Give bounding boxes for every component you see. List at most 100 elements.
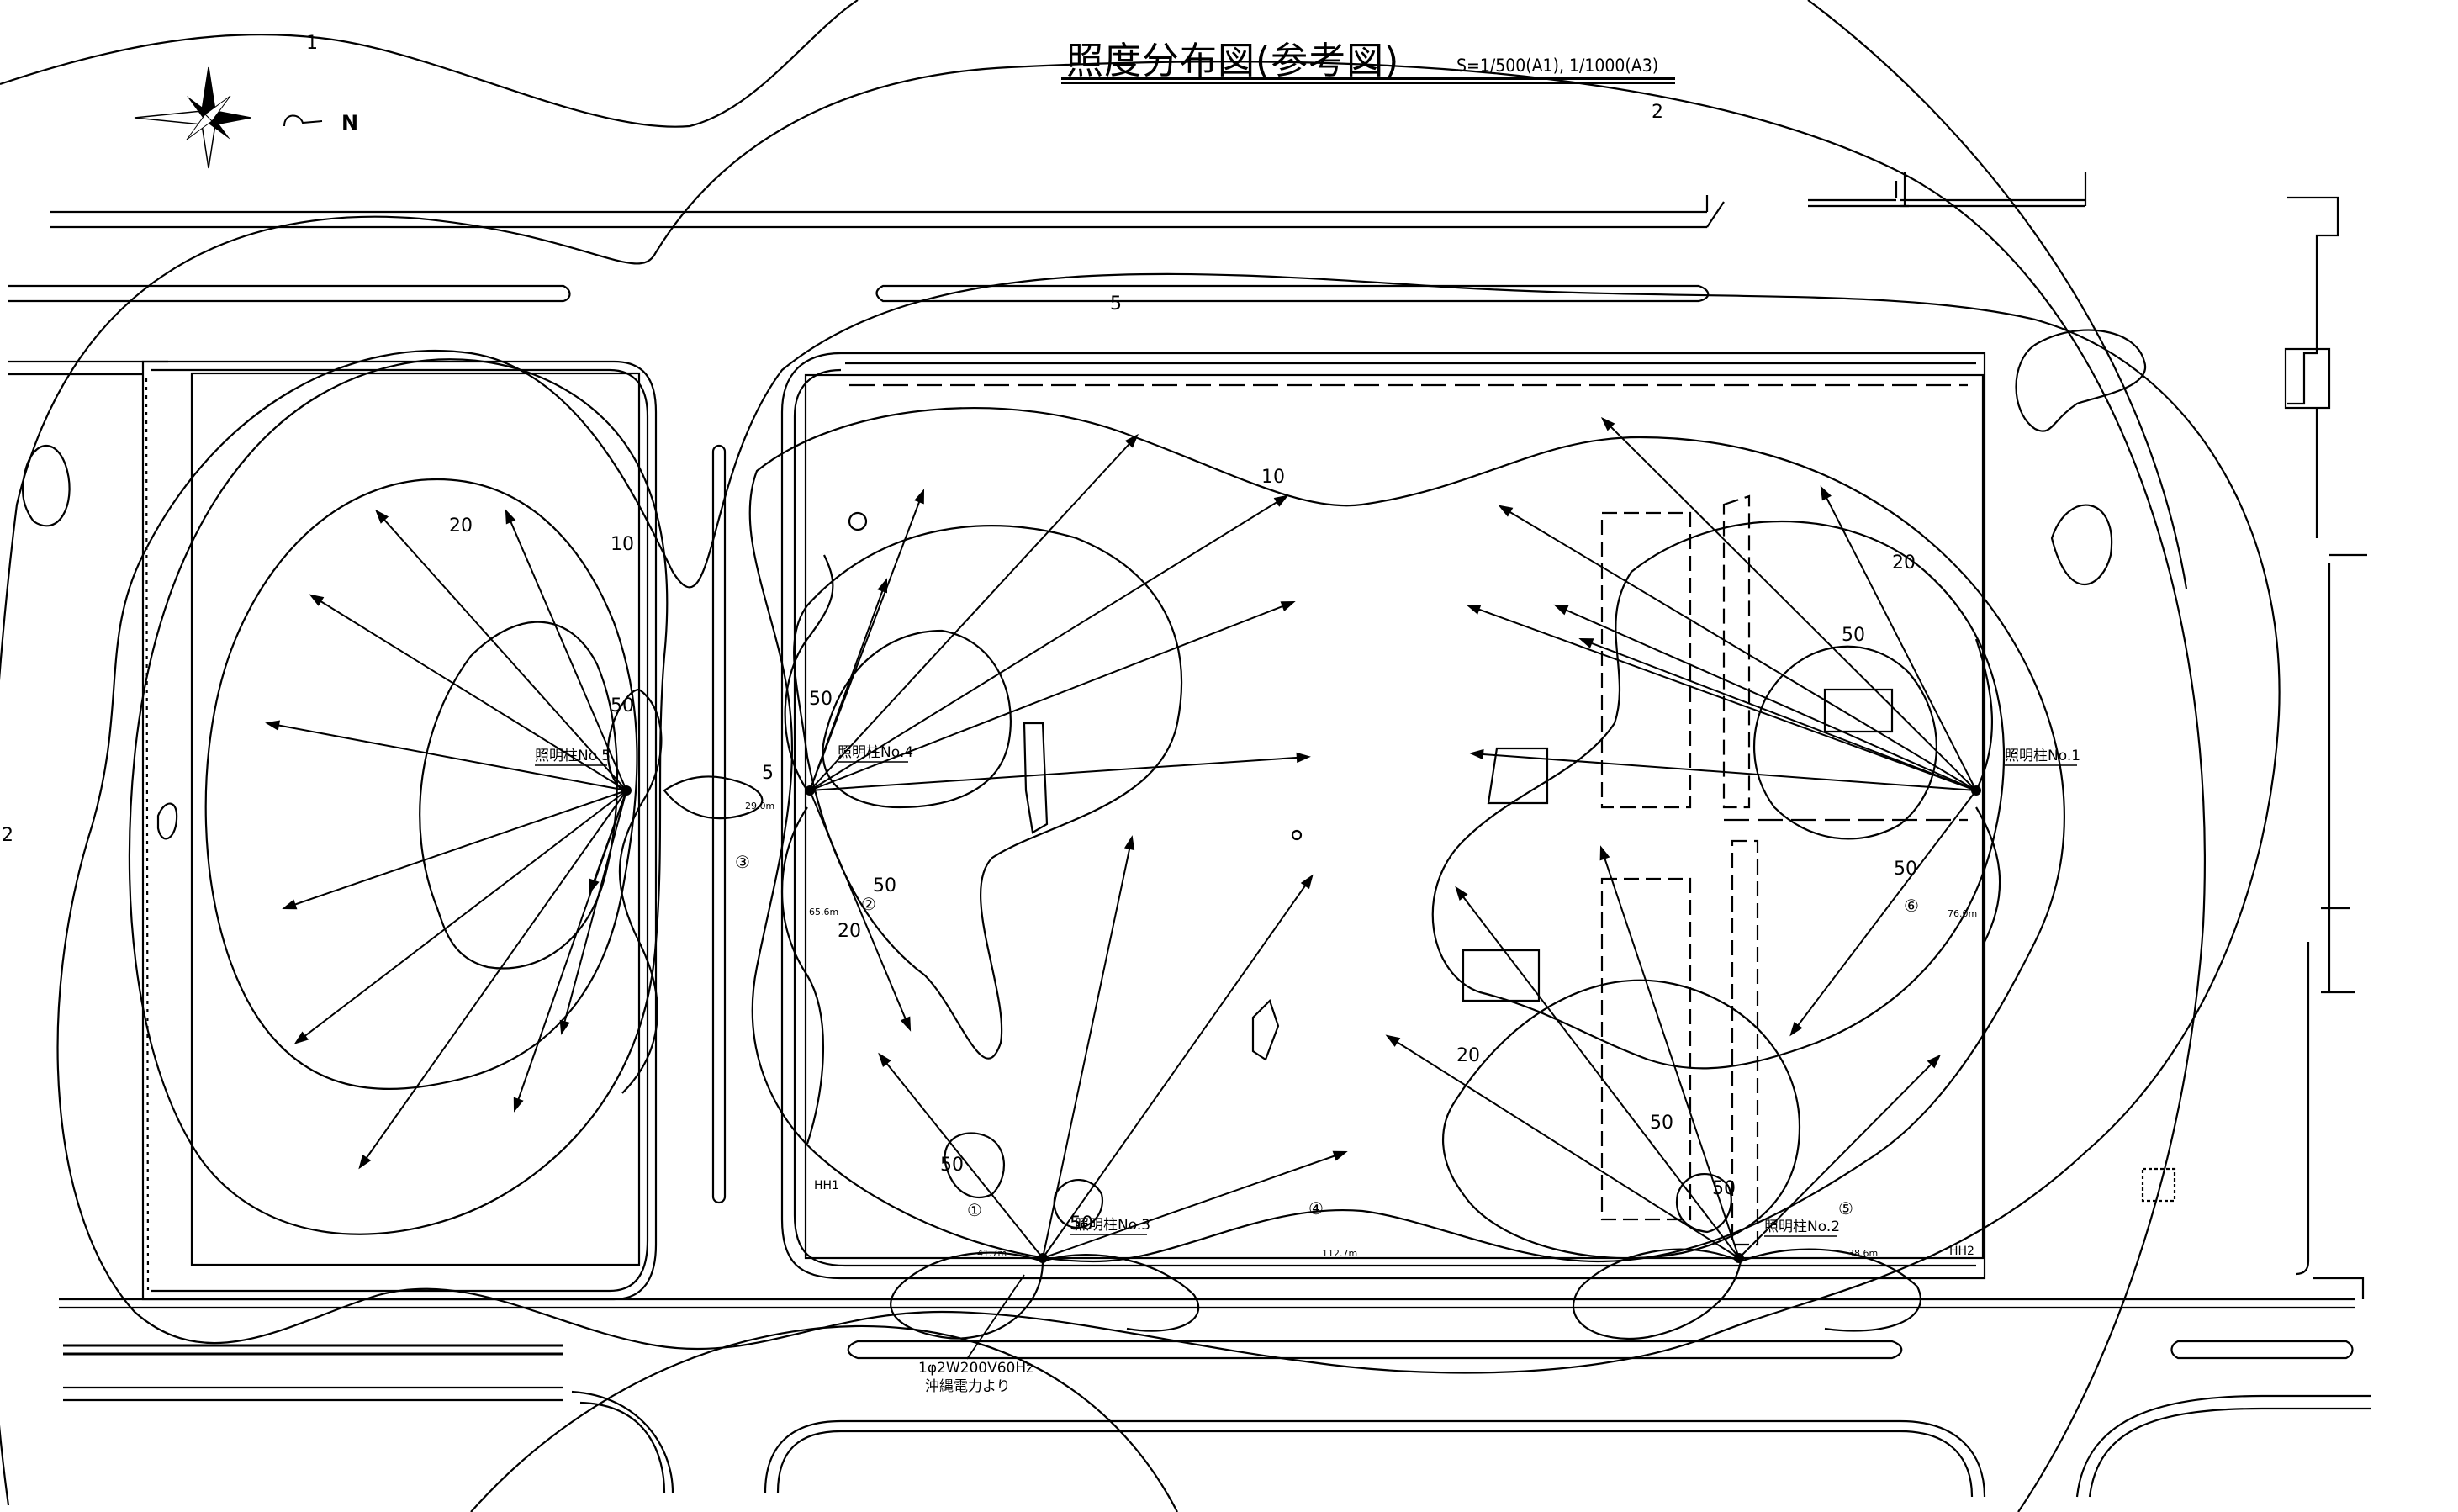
contour-label: 20 bbox=[449, 515, 473, 537]
road-bottom-5 bbox=[63, 1386, 563, 1402]
contour-label: 5 bbox=[762, 763, 774, 784]
contour-line-20-center bbox=[793, 525, 1183, 1060]
beam-arrowhead-icon bbox=[1599, 845, 1610, 861]
beam-arrowhead-icon bbox=[309, 594, 325, 606]
road-top-right-2 bbox=[1900, 172, 2087, 208]
pole-lobe-4 bbox=[781, 554, 834, 1145]
road-top-1 bbox=[50, 195, 1725, 229]
beam-arrow-line bbox=[1580, 638, 1977, 791]
contour-line-50-pole1 bbox=[1752, 645, 1937, 840]
power-note-line2: 沖縄電力より bbox=[925, 1378, 1011, 1395]
beam-arrow-line bbox=[1790, 790, 1977, 1035]
small-circle-mid bbox=[1291, 829, 1303, 841]
beam-arrowhead-icon bbox=[1498, 505, 1514, 517]
road-bottom-2 bbox=[63, 1344, 563, 1356]
beam-arrowhead-icon bbox=[559, 1019, 570, 1035]
contour-line-10-left bbox=[128, 358, 669, 1235]
beam-arrowhead-icon bbox=[1124, 433, 1139, 448]
light-pole-icon bbox=[1734, 1253, 1744, 1263]
pole-label-1: 照明柱No.1 bbox=[2005, 748, 2080, 764]
light-pole-icon bbox=[621, 785, 632, 796]
beam-arrowhead-icon bbox=[293, 1031, 309, 1044]
right-structure-1 bbox=[2287, 196, 2339, 405]
contour-label: 10 bbox=[1261, 467, 1285, 488]
beam-arrowhead-icon bbox=[878, 1052, 891, 1067]
circled-marker: ① bbox=[967, 1200, 982, 1220]
beam-arrow-line bbox=[1600, 847, 1740, 1259]
beam-arrowhead-icon bbox=[1789, 1021, 1803, 1037]
left-margin-shape bbox=[21, 445, 71, 527]
channel-lobe bbox=[663, 775, 764, 820]
small-circle-left-field bbox=[848, 511, 868, 531]
road-bottom-curve-mid bbox=[764, 1419, 1986, 1498]
distance-label: 65.6m bbox=[809, 907, 838, 917]
title-underline bbox=[1061, 77, 1675, 80]
right-field-inner-rect bbox=[804, 373, 1985, 1260]
contour-label: 20 bbox=[1892, 552, 1916, 574]
distance-label: 112.7m bbox=[1322, 1248, 1357, 1259]
beam-arrow-line bbox=[359, 790, 627, 1168]
blob-right-2 bbox=[2050, 504, 2113, 585]
contour-label: 50 bbox=[1842, 625, 1865, 646]
north-arrow-icon: N bbox=[134, 66, 358, 169]
beam-arrow-line bbox=[809, 756, 1309, 791]
beam-arrow-line bbox=[1467, 605, 1977, 791]
right-field-boundary-inner bbox=[793, 362, 1976, 1267]
scale-note: S=1/500(A1), 1/1000(A3) bbox=[1456, 56, 1659, 76]
pole-label-4: 照明柱No.4 bbox=[838, 744, 913, 761]
title-underline-double bbox=[1061, 82, 1675, 84]
beam-arrow-line bbox=[809, 579, 887, 791]
road-bottom-1 bbox=[59, 1298, 2355, 1309]
interior-blob-lower bbox=[1251, 998, 1280, 1061]
channel-divider bbox=[711, 444, 727, 1204]
beam-arrow-line bbox=[310, 595, 627, 791]
beam-arrowhead-icon bbox=[914, 489, 925, 505]
contour-line-20-right bbox=[1431, 521, 2006, 1070]
north-label: N bbox=[341, 111, 358, 135]
contour-line-20-bottom bbox=[1442, 979, 1801, 1260]
beam-arrow-line bbox=[1738, 1055, 1940, 1259]
right-cabinet bbox=[2141, 1167, 2176, 1203]
road-top-3 bbox=[875, 284, 1710, 303]
beam-arrowhead-icon bbox=[1332, 1150, 1348, 1161]
interior-building-2 bbox=[1462, 949, 1541, 1002]
beam-arrow-line bbox=[1821, 487, 1977, 791]
beam-arrowhead-icon bbox=[1280, 600, 1296, 611]
circled-marker: ④ bbox=[1308, 1198, 1324, 1219]
beam-arrowhead-icon bbox=[265, 720, 281, 731]
right-field-fence-dashed bbox=[849, 383, 1968, 822]
power-note-line1: 1φ2W200V60Hz bbox=[918, 1360, 1033, 1377]
beam-arrow-line bbox=[589, 790, 627, 892]
interior-track-dashed bbox=[1600, 511, 1692, 1221]
beam-arrow-line bbox=[809, 435, 1138, 791]
pole-label-3: 照明柱No.3 bbox=[1075, 1217, 1150, 1234]
contour-label: 50 bbox=[611, 695, 634, 716]
beam-arrowhead-icon bbox=[1273, 494, 1289, 507]
contour-line-1-outer bbox=[0, 0, 859, 128]
beam-arrowhead-icon bbox=[513, 1097, 524, 1113]
beam-arrow-line bbox=[809, 790, 911, 1030]
distance-label: 38.6m bbox=[1848, 1248, 1878, 1259]
beam-arrow-line bbox=[1602, 418, 1977, 791]
beam-arrowhead-icon bbox=[1469, 748, 1484, 760]
contour-line-10-main bbox=[748, 407, 2065, 1263]
beam-arrow-line bbox=[1042, 1151, 1346, 1259]
beam-arrow-line bbox=[283, 790, 627, 909]
left-small-oval bbox=[156, 802, 178, 840]
beam-arrowhead-icon bbox=[358, 1154, 372, 1170]
drawing-title: 照度分布図(参考図) bbox=[1066, 40, 1400, 82]
beam-arrow-line bbox=[809, 601, 1294, 791]
beam-arrow-line bbox=[1471, 753, 1977, 791]
beam-arrow-line bbox=[561, 790, 627, 1034]
pole-lobe-2 bbox=[1572, 1248, 1921, 1340]
road-bottom-4 bbox=[2170, 1340, 2354, 1360]
contour-label: 2 bbox=[2, 825, 13, 846]
interior-track-right bbox=[1722, 494, 1759, 1246]
interior-building-1 bbox=[1487, 747, 1549, 805]
beam-arrowhead-icon bbox=[375, 509, 389, 524]
right-structure-lower bbox=[2295, 942, 2310, 1276]
contour-line-50-left bbox=[419, 621, 619, 970]
contour-label: 50 bbox=[1070, 1213, 1093, 1234]
beam-arrow-line bbox=[1387, 1035, 1740, 1259]
pole-lobe-5 bbox=[606, 688, 663, 1094]
